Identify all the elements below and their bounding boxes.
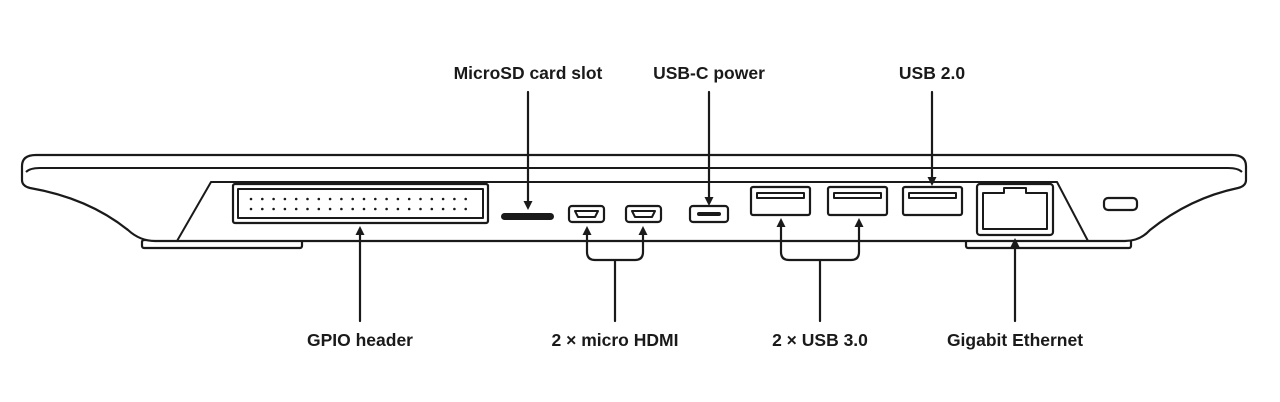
label-micro-hdmi: 2 × micro HDMI <box>552 330 679 350</box>
gpio-pin <box>351 207 355 211</box>
arrowhead-usb3-1 <box>776 218 786 227</box>
gpio-pin <box>419 207 422 211</box>
gpio-pin <box>430 207 434 211</box>
arrowhead-microsd <box>523 201 533 210</box>
gpio-pin <box>362 207 366 211</box>
gpio-pin <box>294 197 298 201</box>
microsd-slot <box>501 213 554 220</box>
arrowhead-ethernet <box>1010 238 1020 247</box>
gpio-pin <box>385 207 388 211</box>
gpio-pin <box>306 197 309 201</box>
gpio-header-outer <box>231 182 490 225</box>
gpio-pin <box>306 207 309 211</box>
label-gpio-header: GPIO header <box>307 330 413 350</box>
gpio-pin <box>396 207 400 211</box>
gpio-pin <box>441 197 445 201</box>
label-usb3: 2 × USB 3.0 <box>772 330 868 350</box>
label-usb-c-power: USB-C power <box>653 63 765 83</box>
gpio-pin <box>464 197 468 201</box>
gpio-pin <box>419 197 422 201</box>
micro-hdmi-port-2 <box>624 204 663 224</box>
gpio-pin <box>441 207 445 211</box>
gpio-pin <box>396 197 400 201</box>
gpio-pin <box>453 197 456 201</box>
gpio-pin <box>283 197 287 201</box>
gpio-pin <box>249 197 253 201</box>
leader-lines <box>355 90 1020 323</box>
gpio-pin <box>261 207 264 211</box>
ethernet-port <box>975 182 1055 237</box>
gpio-pin <box>362 197 366 201</box>
label-gigabit-ethernet: Gigabit Ethernet <box>947 330 1083 350</box>
gpio-pin <box>328 197 332 201</box>
gpio-pin <box>261 197 264 201</box>
gpio-header <box>231 182 490 225</box>
arrowhead-usb3-2 <box>854 218 864 227</box>
micro-hdmi-port-1 <box>567 204 606 224</box>
gpio-pin <box>407 207 411 211</box>
gpio-pin <box>374 197 377 201</box>
gpio-pin <box>317 207 321 211</box>
chassis-edge <box>25 167 1243 173</box>
gpio-pin <box>407 197 411 201</box>
gpio-pin <box>340 197 343 201</box>
arrowhead-hdmi-2 <box>638 226 648 235</box>
gpio-pin <box>283 207 287 211</box>
gpio-pin <box>317 197 321 201</box>
usb3-port-2 <box>826 185 889 217</box>
gpio-pins <box>249 197 468 211</box>
gpio-pin <box>340 207 343 211</box>
gpio-pin <box>272 197 275 201</box>
status-light <box>1102 196 1139 212</box>
port-panel <box>176 181 1089 242</box>
gpio-pin <box>249 207 253 211</box>
gpio-pin <box>328 207 332 211</box>
arrowhead-usbc <box>704 197 714 206</box>
arrowhead-gpio <box>355 226 365 235</box>
gpio-pin <box>374 207 377 211</box>
gpio-pin <box>351 197 355 201</box>
gpio-pin <box>294 207 298 211</box>
usb-c-port <box>688 204 730 224</box>
device-body <box>20 153 1248 250</box>
gpio-header-inner <box>237 188 484 219</box>
gpio-pin <box>272 207 275 211</box>
gpio-pin <box>385 197 388 201</box>
usb2-port <box>901 185 964 217</box>
gpio-pin <box>464 207 468 211</box>
gpio-pin <box>453 207 456 211</box>
gpio-pin <box>430 197 434 201</box>
arrowhead-hdmi-1 <box>582 226 592 235</box>
label-usb2: USB 2.0 <box>899 63 965 83</box>
usb3-port-1 <box>749 185 812 217</box>
arrowhead-usb2 <box>927 177 937 186</box>
label-microsd: MicroSD card slot <box>454 63 603 83</box>
